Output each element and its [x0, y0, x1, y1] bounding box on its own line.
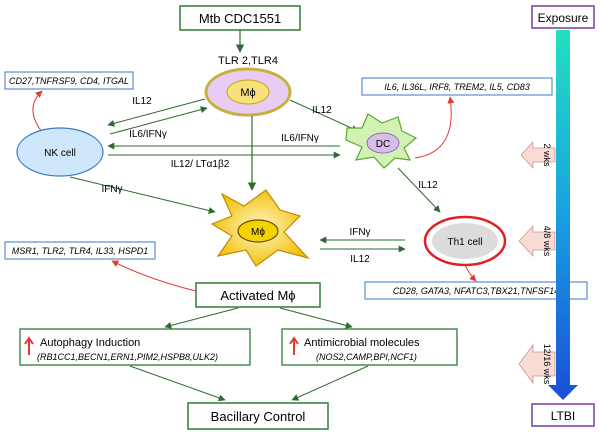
- bacillary-control-box: [187, 402, 329, 430]
- receptors-label: TLR 2,TLR4: [218, 55, 278, 67]
- marker-arrow-4-8wks: [518, 224, 556, 258]
- timeline-arrow: [548, 30, 578, 400]
- signal-il12-lta: IL12/ LTα1β2: [171, 159, 230, 170]
- th1-nucleus: [432, 223, 498, 259]
- arrow-to-autophagy: [164, 307, 239, 329]
- antimicrobial-box: [281, 328, 458, 366]
- dc-nucleus: [366, 132, 400, 154]
- actmac-gene-arrow: [111, 260, 201, 293]
- signal-il12-mac-dc: IL12: [312, 105, 332, 116]
- autophagy-box: [19, 328, 251, 366]
- ltbi-label: LTBI: [551, 409, 575, 423]
- dc-gene-list: IL6, IL36L, IRF8, TREM2, IL5, CD83: [384, 82, 530, 92]
- autophagy-title: Autophagy Induction: [40, 337, 140, 349]
- signal-ifng-th1: IFNγ: [349, 227, 370, 238]
- dc-gene-box: [361, 77, 553, 96]
- macrophage-nucleus: [226, 79, 270, 105]
- dc-gene-arrow: [414, 96, 455, 159]
- th1-label: Th1 cell: [447, 237, 482, 248]
- nk-cell: [16, 127, 104, 177]
- signal-il12-dc-th1: IL12: [418, 180, 438, 191]
- antimicrobial-title: Antimicrobial molecules: [304, 337, 420, 349]
- exposure-label: Exposure: [538, 11, 589, 25]
- bacillary-control-label: Bacillary Control: [211, 409, 306, 424]
- th1-gene-list: CD28, GATA3, NFATC3,TBX21,TNFSF14: [393, 286, 559, 296]
- arrow-il12-macrophage-to-nk: [107, 98, 206, 127]
- signal-il6-ifng-dc-nk: IL6/IFNγ: [281, 133, 319, 144]
- actmac-gene-list: MSR1, TLR2, TLR4, IL33, HSPD1: [12, 246, 149, 256]
- autophagy-genes: (RB1CC1,BECN1,ERN1,PIM2,HSPB8,ULK2): [37, 352, 218, 362]
- dc-label: DC: [376, 139, 390, 150]
- arrow-autophagy-to-control: [129, 365, 226, 402]
- antimicrobial-genes: (NOS2,CAMP,BPI,NCF1): [316, 352, 417, 362]
- activated-macrophage-box: [195, 282, 321, 308]
- marker-label-2wks: 2 wks: [542, 143, 552, 167]
- signal-il12-mac-nk: IL12: [132, 96, 152, 107]
- ltbi-box: [531, 403, 595, 427]
- signal-il12-actmac: IL12: [350, 254, 370, 265]
- arrow-il12-macrophage-to-dc: [289, 99, 359, 132]
- up-arrow-icon: [24, 336, 34, 355]
- signal-ifng-nk: IFNγ: [101, 184, 122, 195]
- nk-cell-label: NK cell: [44, 148, 76, 159]
- marker-arrow-2wks: [520, 140, 556, 170]
- up-arrow-icon: [289, 336, 299, 355]
- actmac-gene-box: [4, 241, 156, 260]
- macrophage-label: Mϕ: [240, 87, 255, 99]
- marker-label-4-8wks: 4/8 wks: [542, 226, 552, 257]
- arrow-antimicrobial-to-control: [291, 365, 369, 401]
- arrow-il12-dc-to-th1: [397, 167, 441, 213]
- nk-gene-box: [4, 71, 134, 90]
- mtb-box: [179, 5, 301, 31]
- exposure-box: [531, 5, 595, 29]
- arrow-to-antimicrobial: [279, 307, 353, 329]
- arrow-ifng-nk-to-activated: [69, 176, 216, 214]
- activated-macrophage-nucleus: [237, 219, 279, 243]
- arrow-il6-ifng-nk-to-macrophage: [109, 106, 208, 135]
- th1-gene-box: [364, 281, 588, 300]
- marker-arrow-12-16wks: [518, 343, 556, 385]
- activated-macrophage-core-label: Mϕ: [251, 227, 265, 238]
- th1-gene-arrow: [464, 264, 477, 282]
- activated-macrophage-label: Activated Mϕ: [220, 288, 295, 303]
- marker-label-12-16wks: 12/16 wks: [542, 344, 552, 385]
- nk-gene-list: CD27,TNFRSF9, CD4, ITGAL: [9, 76, 129, 86]
- signal-il6-ifng-nk-mac: IL6/IFNγ: [129, 129, 167, 140]
- mtb-label: Mtb CDC1551: [199, 11, 281, 26]
